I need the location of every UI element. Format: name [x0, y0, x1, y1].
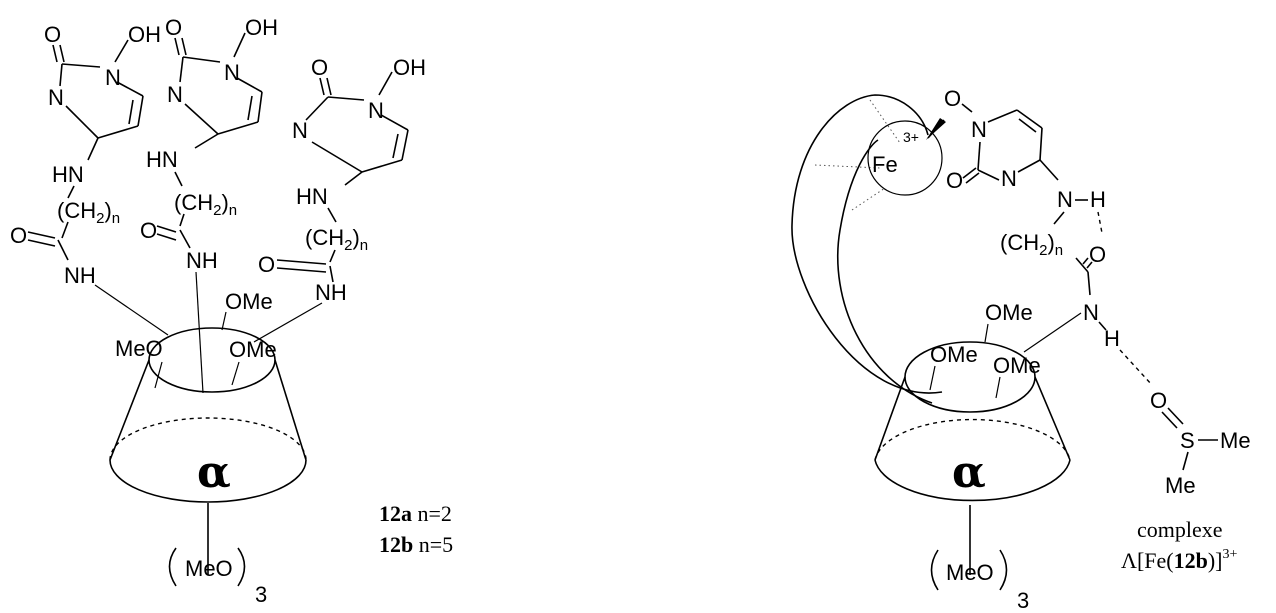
meo-label: MeO [185, 556, 233, 581]
nh-label: NH [64, 263, 96, 288]
oxygen-label: O [44, 22, 61, 47]
ch2-group: (CH2)n [174, 190, 237, 219]
nitrogen-label: N [1001, 166, 1017, 191]
oh-label: OH [245, 15, 278, 40]
oxygen-label: O [258, 252, 275, 277]
subscript-three: 3 [255, 582, 267, 607]
nh-label: NH [186, 248, 218, 273]
nitrogen-label: N [1083, 300, 1099, 325]
fe-charge: 3+ [903, 129, 919, 145]
methyl-label: Me [1165, 473, 1196, 498]
oxygen-label: O [165, 15, 182, 40]
oxygen-label: O [311, 55, 328, 80]
fe-complex-structure: Fe 3+ O N N O N H (CH2)n O N [791, 86, 1251, 613]
legend-12a: 12a n=2 [379, 501, 452, 526]
ome-label: OMe [225, 289, 273, 314]
nitrogen-label: N [368, 98, 384, 123]
compound-legend: 12a n=2 12b n=5 [379, 501, 453, 557]
nitrogen-label: N [292, 118, 308, 143]
hn-label: HN [296, 184, 328, 209]
ch2-group: (CH2)n [305, 225, 368, 254]
oxygen-label: O [140, 218, 157, 243]
ligand-12-structure: α MeO OMe OMe MeO 3 O OH N N [10, 15, 453, 607]
nh-label: NH [315, 280, 347, 305]
ome-label: OMe [985, 300, 1033, 325]
ch2-group: (CH2)n [57, 198, 120, 227]
hydrogen-label: H [1090, 187, 1106, 212]
cytosine-arm-1: O OH N N HN (CH2)n O NH [10, 22, 169, 336]
nitrogen-label: N [1057, 187, 1073, 212]
oxygen-label: O [944, 86, 961, 111]
nitrogen-label: N [105, 65, 121, 90]
hydrogen-label: H [1104, 326, 1120, 351]
sulfur-label: S [1180, 428, 1195, 453]
methyl-label: Me [1220, 428, 1251, 453]
complex-caption: complexe Λ[Fe(12b)]3+ [1121, 517, 1238, 573]
caption-complexe: complexe [1137, 517, 1223, 542]
oxygen-label: O [1089, 242, 1106, 267]
ome-label: OMe [930, 342, 978, 367]
oxygen-label: O [946, 168, 963, 193]
subscript-three: 3 [1017, 588, 1029, 613]
hn-label: HN [52, 162, 84, 187]
caption-formula: Λ[Fe(12b)]3+ [1121, 547, 1238, 573]
meo-label: MeO [946, 560, 994, 585]
oxygen-label: O [10, 223, 27, 248]
fe-label: Fe [872, 152, 898, 177]
hn-label: HN [146, 147, 178, 172]
methoxy-group-bottom-right: MeO 3 [930, 549, 1029, 613]
ome-label: OMe [229, 337, 277, 362]
ch2-group: (CH2)n [1000, 230, 1063, 259]
oh-label: OH [393, 55, 426, 80]
oxygen-label: O [1150, 388, 1167, 413]
methoxy-group-bottom-left: MeO 3 [168, 547, 267, 607]
nitrogen-label: N [971, 117, 987, 142]
cytosine-arm-3: O OH N N HN (CH2)n O NH [253, 55, 426, 343]
dmso-molecule: O S Me Me [1150, 388, 1251, 498]
meo-label: MeO [115, 336, 163, 361]
fe-center-circle [867, 120, 943, 196]
cytosine-arm-2: O OH N N HN (CH2)n O NH [140, 15, 278, 394]
nitrogen-label: N [167, 82, 183, 107]
wrapping-arm-loop-outer [791, 94, 943, 394]
cyclodextrin-cone-right [874, 341, 1071, 575]
oh-label: OH [128, 22, 161, 47]
nitrogen-label: N [224, 60, 240, 85]
cyclodextrin-cone-left [109, 327, 307, 575]
legend-12b: 12b n=5 [379, 532, 453, 557]
ome-label: OMe [993, 353, 1041, 378]
nitrogen-label: N [48, 85, 64, 110]
wrapping-arm-loop-inner [836, 139, 933, 404]
alpha-label-left: α [197, 447, 231, 498]
alpha-label-right: α [952, 447, 986, 498]
